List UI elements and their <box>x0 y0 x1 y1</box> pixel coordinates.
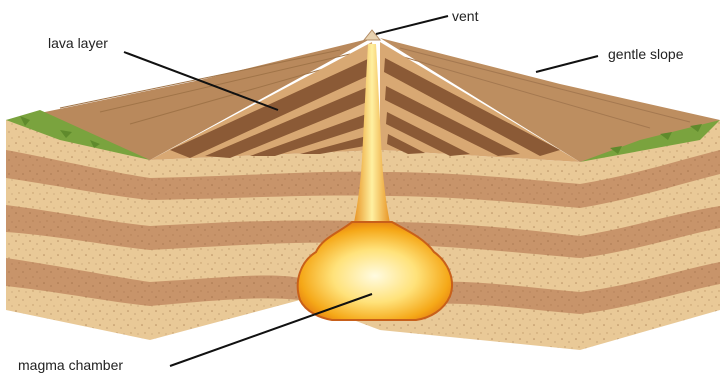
lava-layer-label: lava layer <box>48 35 108 51</box>
vent-label: vent <box>452 8 479 24</box>
magma-chamber-label: magma chamber <box>18 357 123 373</box>
vent-leader-line <box>376 16 448 34</box>
vent-opening <box>364 30 380 40</box>
gentle-slope-leader-line <box>536 56 598 72</box>
gentle-slope-label: gentle slope <box>608 46 684 62</box>
